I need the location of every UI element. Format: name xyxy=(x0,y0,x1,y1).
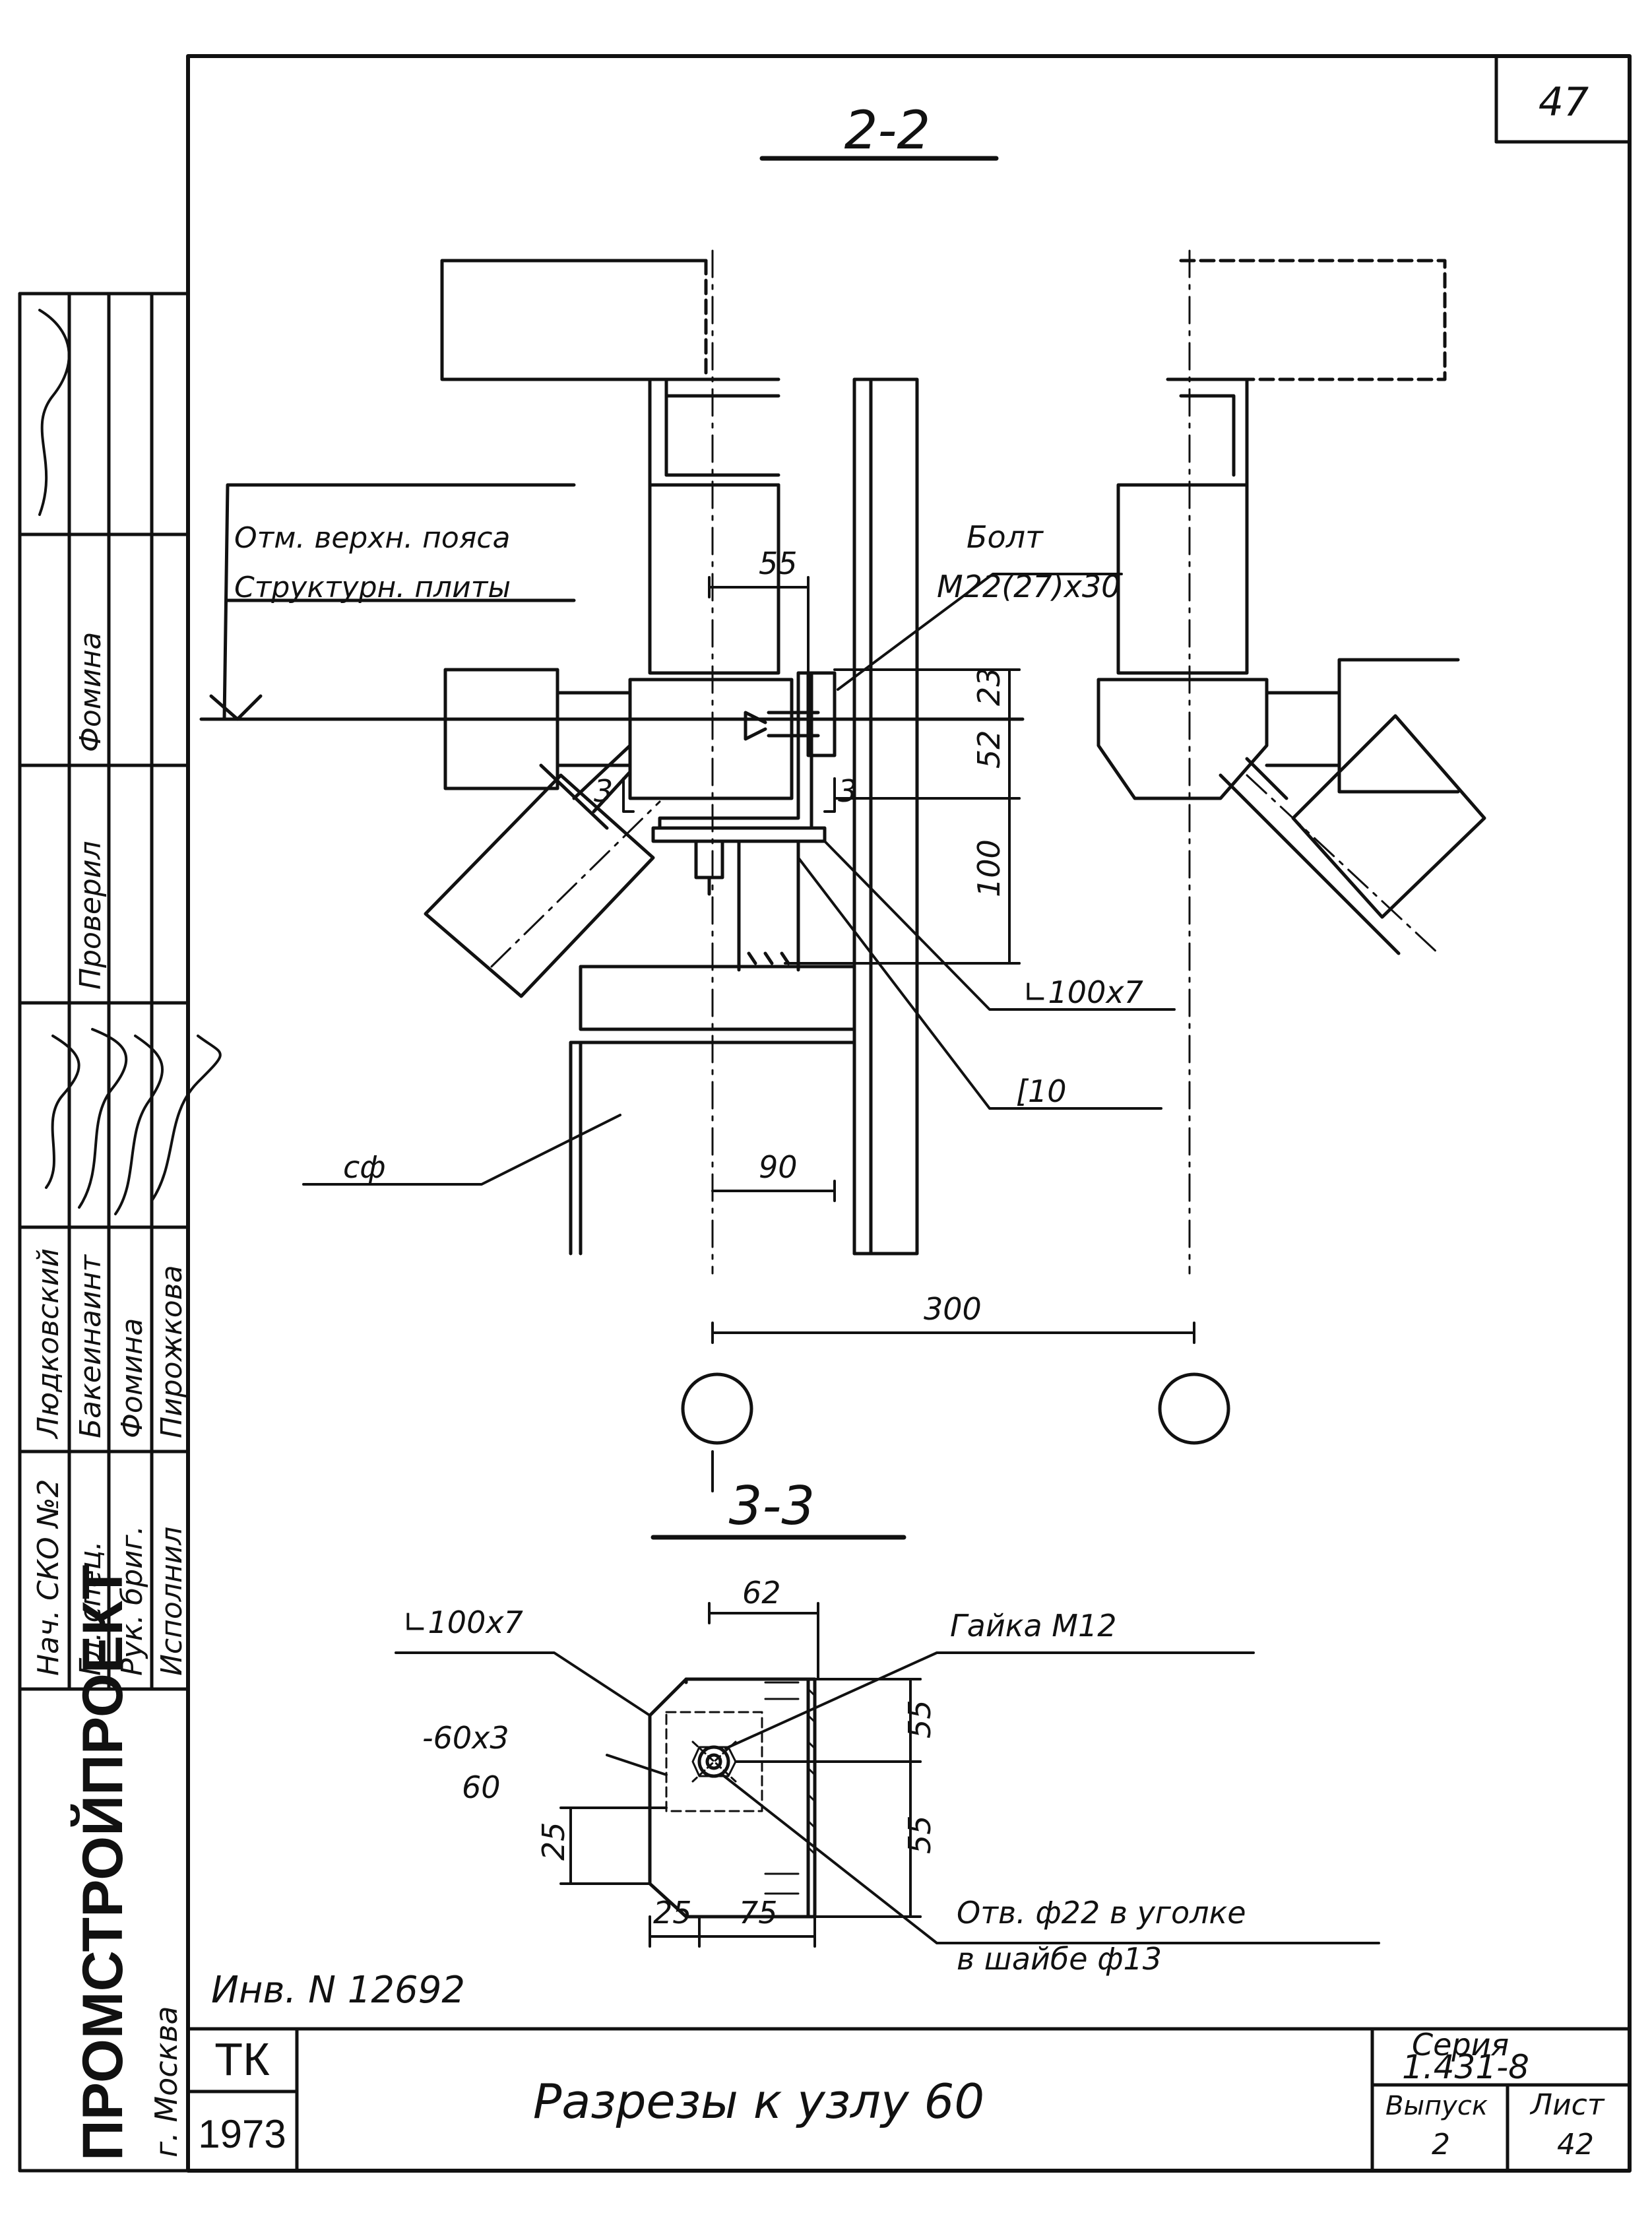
issue-label: Выпуск xyxy=(1385,2091,1488,2121)
dim-75: 75 xyxy=(739,1895,778,1931)
hole-line1: Отв. ф22 в уголке xyxy=(957,1895,1246,1931)
elevation-marker xyxy=(199,483,1025,721)
section-3-title: 3-3 xyxy=(729,1475,815,1537)
channel-label-2: [10 xyxy=(1016,1073,1066,1109)
stamp-name-2: Бакеинаинт xyxy=(74,1254,108,1438)
section-mark-3-left: 3 xyxy=(594,773,613,809)
dim-300: 300 xyxy=(924,1291,982,1327)
hole-line2: в шайбе ф13 xyxy=(957,1941,1162,1977)
sheet-label: Лист xyxy=(1529,2088,1605,2122)
column-label: сф xyxy=(343,1149,386,1185)
angle-label-2: ∟100х7 xyxy=(1023,974,1143,1010)
stamp-role-2: Гл. спец. xyxy=(74,1541,108,1676)
stamp-role-3: Рук. бриг. xyxy=(115,1525,149,1676)
stamp-checked-label: Проверил xyxy=(74,841,108,990)
stamp-checked-name: Фомина xyxy=(74,632,108,752)
section-2-labels: Болт М22(27)х30 ∟100х7 [10 сф 55 23 52 1… xyxy=(343,519,1143,1327)
title-code: ТК xyxy=(214,2033,270,2085)
sheet-number: 47 xyxy=(1539,79,1589,125)
bolt-spec: М22(27)х30 xyxy=(937,569,1120,604)
section-2-leaders xyxy=(302,573,1195,1492)
dim-23: 23 xyxy=(971,667,1007,706)
side-stamp xyxy=(18,292,190,2173)
dim-55-upper: 55 xyxy=(902,1700,937,1739)
section-mark-3-right: 3 xyxy=(838,773,857,809)
inventory-number: Инв. N 12692 xyxy=(211,1969,465,2012)
stamp-name-1: Людковский xyxy=(32,1248,65,1440)
dim-100: 100 xyxy=(971,839,1007,897)
angle-label-3: ∟100х7 xyxy=(402,1605,523,1640)
dim-55-lower: 55 xyxy=(902,1815,937,1854)
stamp-name-3: Фомина xyxy=(115,1318,149,1438)
section-3-leaders xyxy=(395,1602,1380,1948)
plate-sub: 60 xyxy=(462,1770,501,1805)
series-value: 1.431-8 xyxy=(1402,2048,1529,2086)
plate-label: -60х3 xyxy=(422,1720,509,1756)
title-year: 1973 xyxy=(198,2112,286,2156)
elevation-note-line2: Структурн. плиты xyxy=(234,571,511,604)
dim-25-horizontal: 25 xyxy=(653,1895,692,1931)
sheet-value: 42 xyxy=(1557,2128,1594,2161)
nut-label: Гайка М12 xyxy=(950,1608,1117,1644)
side-stamp-text: Нач. СКО №2 Людковский Гл. спец. Бакеина… xyxy=(32,632,189,2161)
section-3-view xyxy=(648,1677,817,1919)
bolt-label: Болт xyxy=(967,519,1044,555)
stamp-role-4: Исполнил xyxy=(155,1527,189,1676)
section-3-labels: ∟100х7 -60х3 60 Гайка М12 Отв. ф22 в уго… xyxy=(402,1575,1246,1977)
drawing-title: Разрезы к узлу 60 xyxy=(533,2074,984,2129)
dim-90: 90 xyxy=(759,1149,798,1185)
dim-62: 62 xyxy=(742,1575,781,1611)
dim-25-vertical: 25 xyxy=(536,1822,571,1861)
section-2-title: 2-2 xyxy=(844,100,931,161)
sheet-frame xyxy=(186,54,1632,2173)
stamp-name-4: Пирожкова xyxy=(155,1265,189,1438)
section-2-view xyxy=(424,249,1486,1445)
dim-55-top: 55 xyxy=(759,546,798,581)
stamp-org: ПРОМСТРОЙПРОЕКТ xyxy=(71,1565,135,2161)
issue-value: 2 xyxy=(1432,2128,1450,2161)
stamp-city: г. Москва xyxy=(148,2006,184,2157)
title-block xyxy=(186,2027,1632,2173)
elevation-note-line1: Отм. верхн. пояса xyxy=(234,521,510,555)
signatures xyxy=(38,309,222,1215)
dim-52: 52 xyxy=(971,730,1007,769)
stamp-role-1: Нач. СКО №2 xyxy=(32,1479,65,1676)
series-label: Серия xyxy=(1412,2027,1509,2062)
